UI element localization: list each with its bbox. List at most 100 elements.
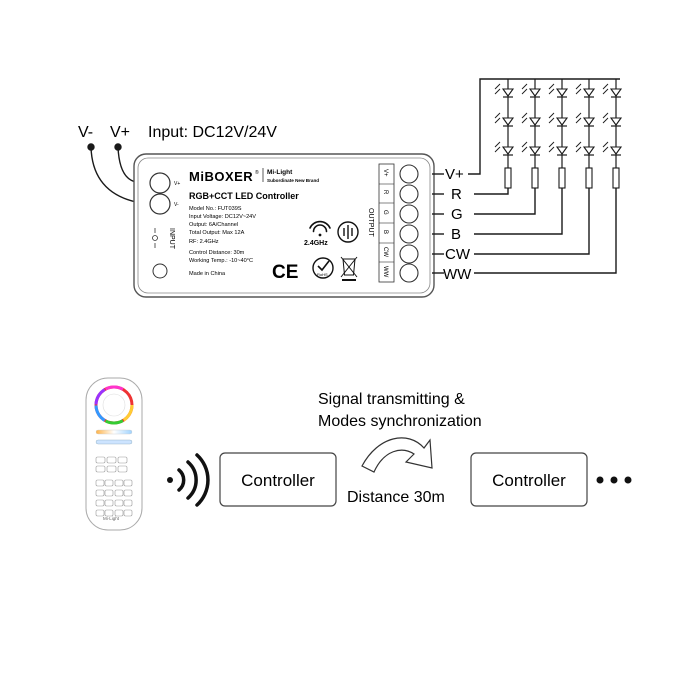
terminal-label-g: G (382, 210, 388, 215)
vminus-label: V- (78, 124, 93, 141)
remote-button (95, 479, 105, 487)
output-wires (432, 78, 620, 274)
remote-brand: Mi·Light (103, 516, 120, 521)
remote-button (123, 509, 133, 517)
terminal-label-cw: CW (382, 247, 388, 257)
remote-button (95, 509, 105, 517)
led-diode-icon (494, 141, 515, 156)
led-diode-icon (575, 83, 596, 98)
controller-box-2-label: Controller (492, 471, 566, 490)
sub-brand-note: Subordinate New Brand (267, 178, 319, 183)
led-diode-icon (548, 141, 569, 156)
remote-button (117, 465, 128, 473)
sync-icon (337, 221, 359, 243)
led-diode-icon (494, 83, 515, 98)
remote-button (95, 465, 106, 473)
led-diode-icon (602, 141, 623, 156)
output-label-cw: CW (445, 246, 471, 263)
wifi-icon (309, 220, 331, 237)
spec-6: Working Temp.: -10~40°C (189, 258, 253, 264)
output-side-label: OUTPUT (367, 208, 374, 238)
spec-3: Total Output: Max 12A (189, 230, 245, 236)
terminal-label-b: B (382, 230, 388, 234)
terminal-label-r: R (382, 190, 388, 195)
controller-box-2 (470, 452, 588, 507)
terminal-vplus-in (149, 172, 171, 194)
made-in: Made in China (189, 271, 226, 277)
input-side-label: INPUT (168, 228, 175, 250)
spec-2: Output: 6A/Channel (189, 222, 238, 228)
sub-brand: Mi-Light (267, 169, 293, 176)
led-diode-icon (521, 112, 542, 127)
led-resistor (531, 167, 539, 189)
led-diode-icon (602, 83, 623, 98)
brand-logo: MiBOXER (189, 169, 253, 184)
controller-device: V+ V- INPUT MiBOXER ® Mi-Light Subordina… (133, 153, 435, 298)
remote-button (106, 456, 117, 464)
input-wires (87, 143, 137, 203)
vplus-label: V+ (110, 124, 130, 141)
controller-title: RGB+CCT LED Controller (189, 191, 299, 201)
output-label-b: B (451, 226, 461, 243)
output-label-vplus: V+ (445, 166, 464, 183)
port-vplus-label: V+ (174, 181, 180, 187)
led-diode-icon (494, 112, 515, 127)
more-ellipsis-icon (596, 476, 632, 484)
controller-box-1 (219, 452, 337, 507)
terminal-vminus-in (149, 193, 171, 215)
remote-button (104, 489, 114, 497)
led-diode-icon (602, 112, 623, 127)
terminal-label-ww: WW (382, 266, 388, 278)
spec-4: RF: 2.4GHz (189, 239, 219, 245)
remote-button (123, 489, 133, 497)
brand-reg: ® (255, 169, 259, 176)
remote-button (106, 465, 117, 473)
dc-polarity-icon (152, 228, 158, 248)
transmit-arrow-icon (361, 437, 433, 473)
terminal-label-vplus: V+ (382, 169, 388, 177)
remote-button (114, 489, 124, 497)
led-resistor (612, 167, 620, 189)
spec-1: Input Voltage: DC12V~24V (189, 214, 256, 220)
led-diode-icon (575, 141, 596, 156)
remote-button (104, 479, 114, 487)
port-vminus-label: V- (174, 202, 179, 208)
remote-button (95, 456, 106, 464)
led-resistor (585, 167, 593, 189)
output-label-r: R (451, 186, 462, 203)
remote-button (95, 489, 105, 497)
led-resistor (558, 167, 566, 189)
signal-line-2: Modes synchronization (318, 413, 482, 430)
led-diode-icon (575, 112, 596, 127)
remote-button (104, 499, 114, 507)
remote-button (123, 479, 133, 487)
remote-button (114, 499, 124, 507)
controller-box-1-label: Controller (241, 471, 315, 490)
remote-button (95, 499, 105, 507)
remote-control: Mi·Light (85, 377, 143, 531)
mount-hole (152, 263, 168, 279)
remote-button (117, 456, 128, 464)
output-label-ww: WW (443, 266, 472, 283)
freq-label: 2.4GHz (304, 240, 328, 247)
spec-0: Model No.: FUT039S (189, 206, 242, 212)
rohs-icon: RoHS (312, 257, 334, 279)
input-label: Input: DC12V/24V (148, 124, 277, 141)
remote-button (114, 509, 124, 517)
led-diode-icon (548, 83, 569, 98)
remote-button (123, 499, 133, 507)
led-diode-icon (548, 112, 569, 127)
led-diode-icon (521, 83, 542, 98)
distance-label: Distance 30m (347, 489, 445, 506)
remote-button (104, 509, 114, 517)
spec-5: Control Distance: 30m (189, 250, 245, 256)
remote-button (114, 479, 124, 487)
svg-text:RoHS: RoHS (317, 272, 328, 277)
led-resistor (504, 167, 512, 189)
led-grid (494, 79, 623, 189)
led-diode-icon (521, 141, 542, 156)
signal-waves-icon (167, 453, 210, 507)
weee-bin-icon (340, 256, 358, 281)
output-label-g: G (451, 206, 463, 223)
